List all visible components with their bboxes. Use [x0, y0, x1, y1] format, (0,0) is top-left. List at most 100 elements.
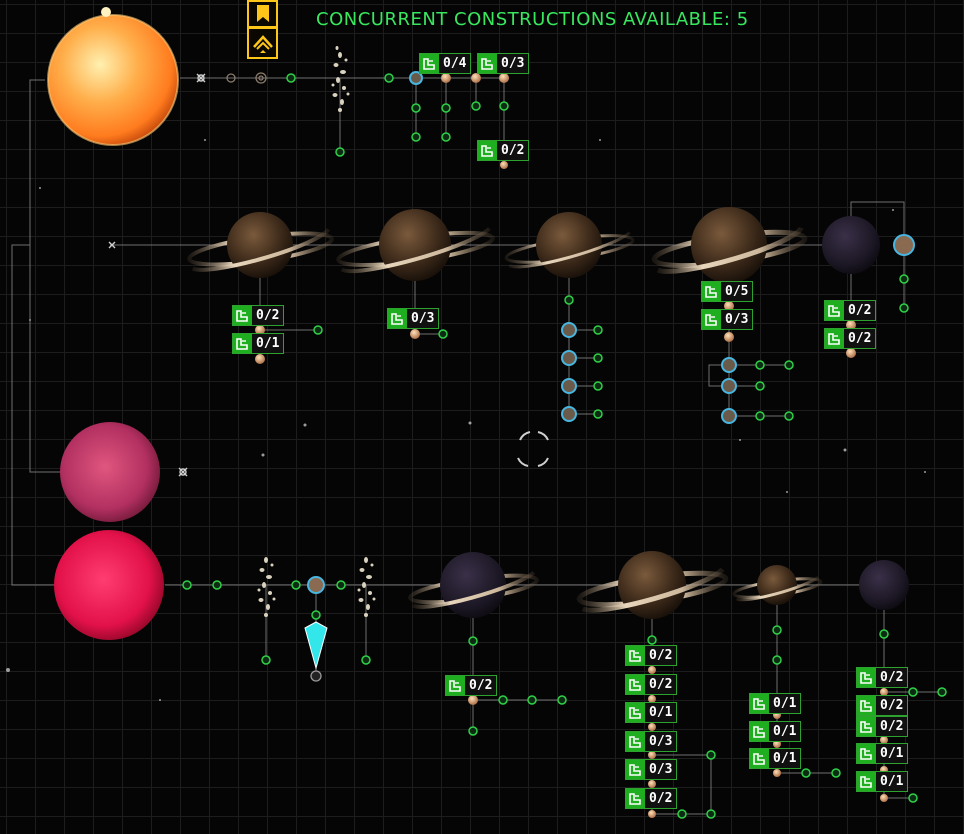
construction-icon	[233, 334, 252, 353]
construction-badge[interactable]: 0/2	[856, 667, 909, 688]
construction-count: 0/2	[649, 648, 673, 663]
construction-badge[interactable]: 0/2	[824, 328, 877, 349]
construction-count: 0/2	[256, 308, 280, 323]
construction-badge[interactable]: 0/4	[419, 53, 472, 74]
construction-icon	[857, 668, 876, 687]
constructions-available-label: CONCURRENT CONSTRUCTIONS AVAILABLE: 5	[316, 9, 749, 30]
construction-badge[interactable]: 0/1	[749, 748, 802, 769]
construction-count: 0/3	[501, 56, 525, 71]
ringed-planet-6[interactable]	[576, 551, 729, 619]
gas-giant-2[interactable]	[336, 209, 495, 281]
construction-badge[interactable]: 0/2	[477, 140, 530, 161]
star-red[interactable]	[54, 530, 164, 640]
construction-badge[interactable]: 0/3	[387, 308, 440, 329]
construction-count: 0/5	[725, 284, 749, 299]
construction-badge[interactable]: 0/1	[856, 743, 909, 764]
construction-count: 0/3	[411, 311, 435, 326]
ship-marker-icon[interactable]	[304, 621, 328, 682]
construction-icon	[626, 675, 645, 694]
construction-icon	[233, 306, 252, 325]
construction-badge[interactable]: 0/5	[701, 281, 754, 302]
gas-giant-1[interactable]	[187, 212, 334, 278]
node-dots[interactable]	[182, 73, 947, 819]
anomaly-icon[interactable]	[108, 73, 206, 477]
ringed-planet-5[interactable]	[408, 552, 539, 618]
construction-badge[interactable]: 0/2	[625, 788, 678, 809]
moon-ringed[interactable]	[893, 234, 915, 256]
construction-badge[interactable]: 0/3	[625, 759, 678, 780]
construction-badge[interactable]: 0/1	[856, 771, 909, 792]
construction-count: 0/2	[848, 303, 872, 318]
asteroid-belt[interactable]	[257, 46, 376, 617]
construction-count: 0/2	[848, 331, 872, 346]
construction-icon	[420, 54, 439, 73]
fleet-emblem-icon[interactable]	[247, 27, 278, 59]
construction-icon	[626, 760, 645, 779]
orbit-moons[interactable]	[409, 71, 737, 424]
construction-icon	[750, 722, 769, 741]
dark-planet-2[interactable]	[859, 560, 909, 610]
construction-count: 0/3	[649, 734, 673, 749]
construction-badge[interactable]: 0/2	[445, 675, 498, 696]
construction-icon	[825, 329, 844, 348]
construction-badge[interactable]: 0/1	[749, 721, 802, 742]
star-pink[interactable]	[60, 422, 160, 522]
construction-icon	[446, 676, 465, 695]
construction-icon	[388, 309, 407, 328]
derelict-icon[interactable]	[226, 72, 267, 84]
construction-count: 0/1	[773, 724, 797, 739]
construction-badge[interactable]: 0/3	[625, 731, 678, 752]
construction-icon	[626, 789, 645, 808]
construction-count: 0/1	[773, 696, 797, 711]
construction-count: 0/1	[773, 751, 797, 766]
construction-count: 0/2	[880, 698, 904, 713]
construction-count: 0/2	[880, 719, 904, 734]
small-moons[interactable]	[255, 73, 888, 818]
construction-count: 0/1	[256, 336, 280, 351]
construction-icon	[750, 749, 769, 768]
construction-badge[interactable]: 0/2	[625, 645, 678, 666]
construction-icon	[478, 141, 497, 160]
sensor-reticle-icon[interactable]	[517, 431, 549, 467]
bookmark-icon[interactable]	[247, 0, 278, 28]
construction-icon	[857, 744, 876, 763]
construction-badge[interactable]: 0/2	[824, 300, 877, 321]
construction-icon	[825, 301, 844, 320]
construction-badge[interactable]: 0/2	[856, 716, 909, 737]
construction-icon	[626, 703, 645, 722]
construction-badge[interactable]: 0/3	[477, 53, 530, 74]
planet-small-bottom[interactable]	[307, 576, 325, 594]
construction-icon	[857, 772, 876, 791]
construction-count: 0/2	[880, 670, 904, 685]
construction-count: 0/1	[649, 705, 673, 720]
construction-count: 0/2	[649, 791, 673, 806]
construction-badge[interactable]: 0/1	[625, 702, 678, 723]
construction-icon	[626, 732, 645, 751]
construction-count: 0/1	[880, 746, 904, 761]
construction-icon	[750, 694, 769, 713]
gas-giant-4[interactable]	[651, 207, 808, 283]
ringed-planet-7[interactable]	[732, 565, 823, 605]
construction-count: 0/2	[469, 678, 493, 693]
construction-count: 0/3	[725, 312, 749, 327]
construction-icon	[857, 717, 876, 736]
construction-badge[interactable]: 0/2	[856, 695, 909, 716]
construction-badge[interactable]: 0/1	[749, 693, 802, 714]
construction-badge[interactable]: 0/2	[625, 674, 678, 695]
construction-icon	[702, 282, 721, 301]
gas-giant-3[interactable]	[504, 212, 635, 278]
construction-badge[interactable]: 0/1	[232, 333, 285, 354]
dark-planet-1[interactable]	[822, 216, 880, 274]
construction-badge[interactable]: 0/2	[232, 305, 285, 326]
construction-icon	[702, 310, 721, 329]
construction-icon	[626, 646, 645, 665]
construction-count: 0/3	[649, 762, 673, 777]
construction-count: 0/2	[501, 143, 525, 158]
construction-badge[interactable]: 0/3	[701, 309, 754, 330]
construction-count: 0/2	[649, 677, 673, 692]
star-orange[interactable]	[47, 7, 179, 146]
background-stars	[6, 139, 926, 816]
construction-count: 0/4	[443, 56, 467, 71]
